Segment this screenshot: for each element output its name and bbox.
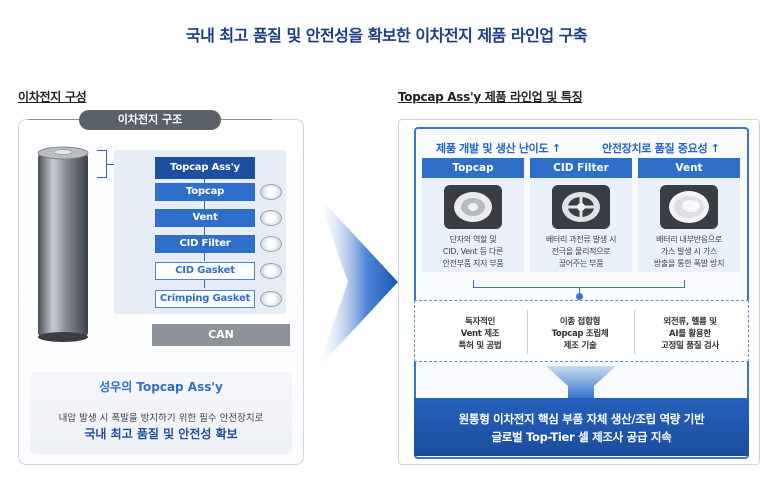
component-cid-gasket: CID Gasket (155, 262, 255, 280)
page-title: 국내 최고 품질 및 안전성을 확보한 이차전지 제품 라인업 구축 (185, 26, 588, 45)
difficulty-header: 제품 개발 및 생산 난이도 ↑ (436, 142, 561, 155)
connector (204, 253, 205, 261)
product-merge-stem (579, 288, 580, 296)
down-arrow-icon (546, 366, 616, 400)
component-crimping-gasket: Crimping Gasket (155, 290, 255, 308)
feature-box (414, 300, 749, 362)
battery-cell-illustration (37, 146, 89, 342)
left-section-title: 이차전지 구성 (18, 90, 87, 104)
conclusion-line2: 글로벌 Top-Tier 셀 제조사 공급 지속 (491, 430, 672, 444)
connector (204, 201, 205, 209)
topcap-summary: 성우의 Topcap Ass'y 내압 발생 시 폭발을 방지하기 위한 필수 … (30, 372, 292, 454)
feature-divider (527, 310, 528, 354)
conclusion-line1: 원통형 이차전지 핵심 부품 자체 생산/조립 역량 기반 (458, 412, 705, 426)
component-cid-filter: CID Filter (155, 235, 255, 253)
component-can: CAN (152, 324, 290, 346)
right-section-title: Topcap Ass'y 제품 라인업 및 특징 (398, 90, 583, 104)
vent-part-icon (260, 210, 282, 226)
product-name: Vent (638, 158, 740, 178)
connector (204, 227, 205, 235)
conclusion-box: 원통형 이차전지 핵심 부품 자체 생산/조립 역량 기반 글로벌 Top-Ti… (414, 398, 749, 456)
summary-highlight: 국내 최고 품질 및 안전성 확보 (84, 427, 238, 441)
vent-photo (660, 185, 718, 229)
structure-label: 이차전지 구조 (79, 110, 221, 130)
merge-dot (576, 293, 583, 300)
feature-divider (634, 310, 635, 354)
connector (204, 280, 205, 288)
topcap-bracket (97, 150, 107, 178)
cid-filter-part-icon (260, 236, 282, 252)
crimping-gasket-part-icon (260, 291, 282, 307)
cid-filter-photo (552, 185, 610, 229)
topcap-photo (444, 185, 502, 229)
component-vent: Vent (155, 209, 255, 227)
quality-header: 안전장치로 품질 중요성 ↑ (602, 142, 720, 155)
component-topcap-assy: Topcap Ass'y (155, 157, 255, 179)
flow-arrow-icon (318, 196, 398, 368)
summary-title: 성우의 Topcap Ass'y (99, 380, 223, 394)
product-name: Topcap (422, 158, 524, 178)
summary-line: 내압 발생 시 폭발을 방지하기 위한 필수 안전장치로 (58, 413, 264, 424)
product-merge-bracket (473, 280, 685, 288)
component-topcap: Topcap (155, 183, 255, 201)
topcap-part-icon (260, 184, 282, 200)
product-name: CID Filter (530, 158, 632, 178)
cid-gasket-part-icon (260, 263, 282, 279)
